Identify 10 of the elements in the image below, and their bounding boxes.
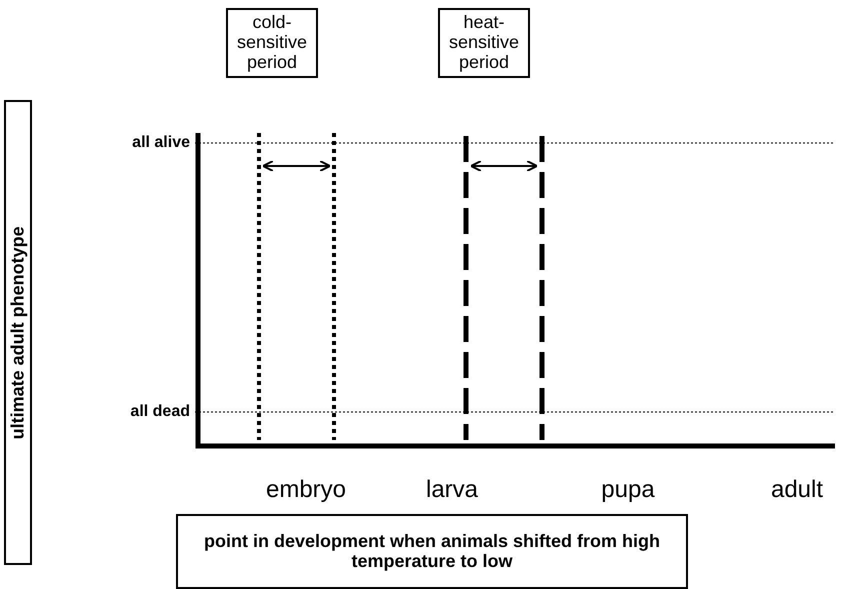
period-label-box: cold-sensitive period: [226, 8, 318, 78]
category-label: larva: [426, 476, 478, 504]
period-label-box: heat-sensitive period: [438, 8, 530, 78]
axis-title-box: point in development when animals shifted from high temperature to low: [176, 514, 688, 589]
category-label: pupa: [601, 476, 655, 504]
category-label: adult: [770, 476, 824, 504]
axis-tick-label: all alive: [132, 134, 190, 152]
category-label: embryo: [266, 476, 346, 504]
axis-tick-label: all dead: [130, 403, 190, 421]
axis-title-box: ultimate adult phenotype: [4, 100, 32, 565]
